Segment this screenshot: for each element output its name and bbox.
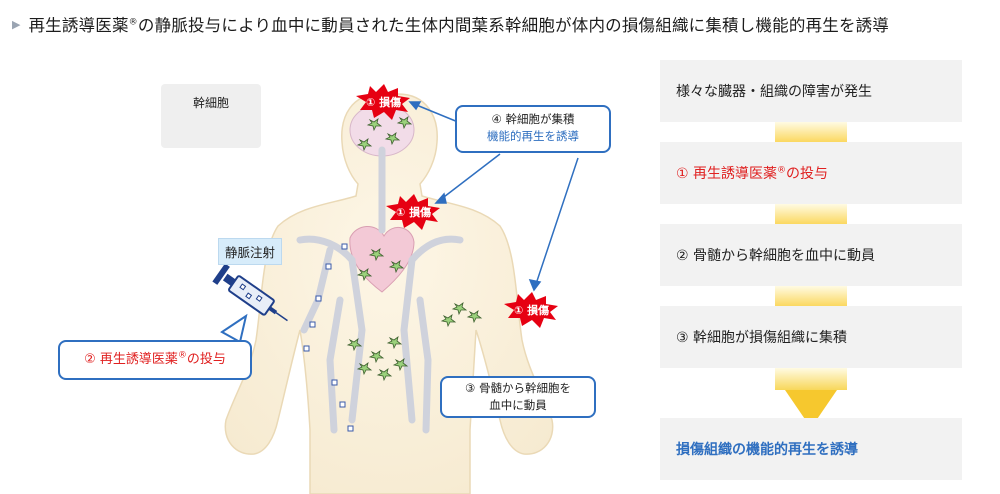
callout-mobilize-line1: ③ 骨髄から幹細胞を (465, 381, 571, 395)
bullet-triangle-icon: ▶ (12, 17, 21, 31)
callout-accumulate-line1: ④ 幹細胞が集積 (491, 112, 575, 126)
injury-burst-arm (504, 292, 558, 328)
callout-dosing: ② 再生誘導医薬®の投与 (58, 340, 252, 380)
page-header: ▶ 再生誘導医薬®の静脈投与により血中に動員された生体内間葉系幹細胞が体内の損傷… (8, 8, 992, 40)
callout-accumulate: ④ 幹細胞が集積 機能的再生を誘導 (455, 105, 611, 153)
callout-mobilize: ③ 骨髄から幹細胞を 血中に動員 (440, 376, 596, 418)
injected-drug-particles (303, 243, 354, 432)
callout-arrows (408, 101, 579, 292)
injury-burst-brain (356, 84, 410, 120)
flow-step-accumulate: ③ 幹細胞が損傷組織に集積 (660, 306, 962, 368)
injury-bursts (356, 84, 558, 328)
injury-label-arm: ① 損傷 (514, 304, 550, 317)
syringe-icon (212, 263, 288, 322)
flow-connector-1 (775, 122, 847, 142)
flow-step-mobilize: ② 骨髄から幹細胞を血中に動員 (660, 224, 962, 286)
flow-step-regeneration: 損傷組織の機能的再生を誘導 (660, 418, 962, 480)
injury-label-brain: ① 損傷 (366, 96, 402, 109)
callout-mobilize-line2: 血中に動員 (489, 398, 547, 412)
dosing-callout-pointer (220, 313, 248, 344)
page-title: 再生誘導医薬®の静脈投与により血中に動員された生体内間葉系幹細胞が体内の損傷組織… (28, 16, 890, 35)
injury-label-chest: ① 損傷 (396, 206, 432, 219)
legend-label: 幹細胞 (192, 96, 229, 110)
flow-step-dosing: ① 再生誘導医薬®の投与 (660, 142, 962, 204)
flow-connector-2 (775, 204, 847, 224)
process-flow: 様々な臓器・組織の障害が発生 ① 再生誘導医薬®の投与 ② 骨髄から幹細胞を血中… (660, 60, 962, 480)
flow-step-damage: 様々な臓器・組織の障害が発生 (660, 60, 962, 122)
flow-connector-3 (775, 286, 847, 306)
injection-label: 静脈注射 (218, 238, 283, 265)
flow-arrow-stem (775, 368, 847, 390)
injury-burst-chest (386, 194, 440, 230)
callout-accumulate-line2: 機能的再生を誘導 (487, 129, 579, 143)
stem-cells-scatter (346, 116, 483, 382)
stem-cell-legend: 幹細胞 (161, 84, 261, 148)
